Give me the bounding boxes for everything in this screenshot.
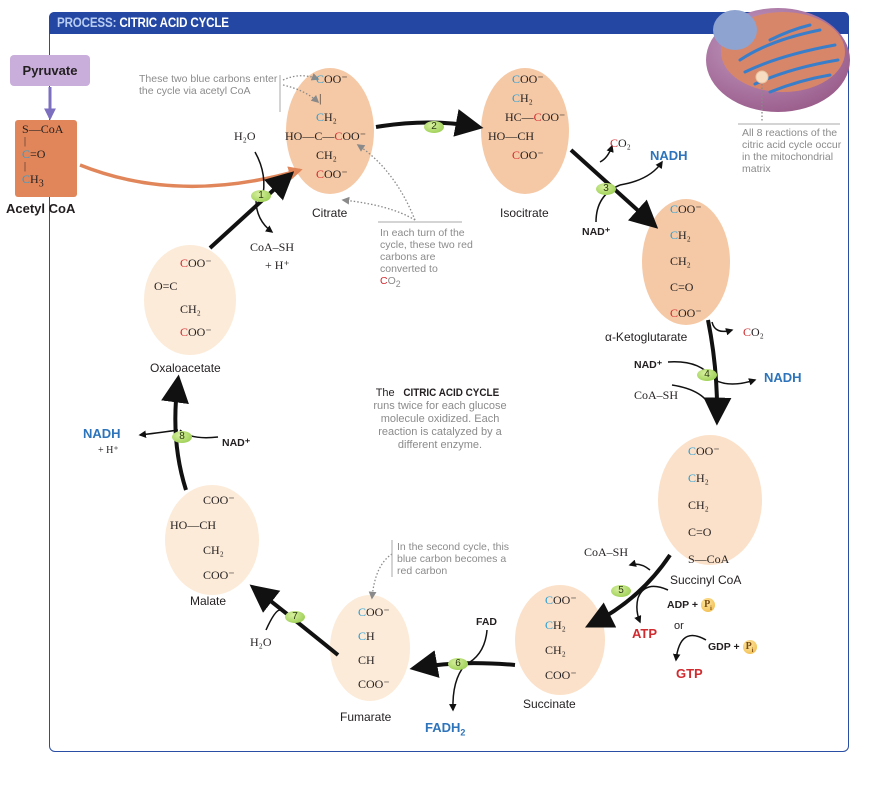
note-red-arrow-1 [356, 144, 416, 221]
acetyl-line-3: CH3 [22, 172, 44, 190]
step-badge-4: 4 [697, 369, 717, 381]
h-plus-step-1: + H⁺ [265, 258, 290, 272]
nadh-step-3: NADH [650, 148, 688, 163]
succinyl-coa-ellipse [658, 435, 762, 565]
coash-step-5: CoA–SH [584, 545, 629, 559]
gtp-step-5: GTP [676, 666, 703, 681]
note-red-carbons: In each turn of the cycle, these two red… [380, 227, 473, 290]
h2o-step-1: H₂O [234, 129, 256, 143]
oxaloacetate-ellipse [144, 245, 236, 355]
step-badge-2: 2 [424, 121, 444, 133]
nad-in-3 [595, 184, 621, 223]
header-title-text: CITRIC ACID CYCLE [119, 15, 229, 30]
header-title: PROCESS: CITRIC ACID CYCLE [57, 15, 229, 30]
coash-in-4 [671, 384, 713, 411]
adp-pi-step-5: ADP + Pi [667, 598, 715, 612]
succinyl-coa-label: Succinyl CoA [670, 573, 742, 587]
header-prefix: PROCESS: [57, 15, 117, 30]
arrow-step-1 [208, 171, 295, 250]
fad-in-6 [464, 629, 488, 666]
h-plus-step-8: + H⁺ [98, 445, 119, 456]
malate-structure: COO⁻ HO—CH CH₂ COO⁻ [170, 493, 235, 582]
nadh-out-8 [138, 429, 179, 439]
alpha-ketoglutarate-structure: COO⁻ CH₂ CH₂ C=O COO⁻ [670, 202, 702, 320]
arrow-step-4 [703, 319, 732, 426]
fad-step-6: FAD [476, 616, 497, 628]
citrate-ellipse [286, 68, 374, 194]
note-blue-carbons: These two blue carbons enter the cycle v… [139, 73, 278, 97]
arrow-step-5 [584, 553, 672, 628]
note-red-arrow-2 [341, 196, 416, 221]
note-second-cycle: In the second cycle, this blue carbon be… [397, 541, 510, 577]
pi-icon: Pi [742, 640, 757, 654]
nad-step-4: NAD⁺ [634, 359, 663, 371]
alpha-ketoglutarate-ellipse [642, 199, 730, 325]
step-badge-5: 5 [611, 585, 631, 597]
step-badge-7: 7 [285, 611, 305, 623]
nadh-out-3 [619, 160, 663, 186]
adp-in-5 [637, 585, 669, 599]
acetyl-entry-arrow [79, 163, 303, 189]
acetyl-coa-box [15, 120, 77, 197]
alpha-ketoglutarate-label: α-Ketoglutarate [605, 330, 688, 344]
isocitrate-ellipse [481, 68, 569, 194]
gdp-pi-step-5: GDP + Pi [708, 640, 757, 654]
co2-step-4: CO₂ [743, 325, 764, 339]
acetyl-bond-1: | [24, 136, 27, 147]
or-label: or [674, 620, 684, 632]
citrate-label: Citrate [312, 206, 348, 220]
fumarate-label: Fumarate [340, 710, 392, 724]
nadh-step-4: NADH [764, 370, 802, 385]
nadh-out-4 [714, 378, 757, 386]
oxaloacetate-structure: COO⁻ O=C CH₂ COO⁻ [154, 256, 212, 339]
coash-out-5 [628, 559, 651, 571]
fadh2-out-6 [449, 664, 466, 712]
step-badge-3: 3 [596, 183, 616, 195]
step-badge-1: 1 [251, 190, 271, 202]
atp-step-5: ATP [632, 626, 658, 641]
isocitrate-structure: COO⁻ CH₂ HC—COO⁻ HO—CH COO⁻ [488, 72, 566, 162]
pyruvate-box: Pyruvate [10, 55, 90, 86]
pi-icon: Pi [700, 598, 715, 612]
h2o-in-7 [265, 609, 281, 631]
malate-label: Malate [190, 594, 227, 608]
nad-step-8: NAD⁺ [222, 437, 251, 449]
co2-step-3: CO₂ [610, 136, 631, 150]
succinyl-coa-structure: COO⁻ CH₂ CH₂ C=O S—CoA [688, 444, 730, 566]
acetyl-line-1: S—CoA [22, 122, 64, 136]
header-bar: PROCESS: CITRIC ACID CYCLE [49, 12, 849, 34]
note-blue-arrow-1 [282, 73, 320, 81]
mitochondrion-illustration [706, 8, 850, 125]
atp-out-5 [634, 597, 642, 624]
fumarate-structure: COO⁻ CH CH COO⁻ [358, 605, 390, 691]
gdp-to-gtp [672, 634, 707, 662]
nadh-step-8: NADH [83, 426, 121, 441]
nad-step-3: NAD⁺ [582, 226, 611, 238]
step-badge-8: 8 [172, 431, 192, 443]
isocitrate-label: Isocitrate [500, 206, 549, 220]
coash-out-1 [255, 199, 274, 233]
h2o-step-7: H₂O [250, 635, 272, 649]
coash-step-4: CoA–SH [634, 388, 679, 402]
citrate-structure: COO⁻ | CH₂ HO—C—COO⁻ CH₂ COO⁻ [285, 72, 367, 181]
coash-step-1: CoA–SH [250, 240, 295, 254]
succinate-structure: COO⁻ CH₂ CH₂ COO⁻ [545, 593, 577, 682]
acetyl-coa-label: Acetyl CoA [6, 201, 76, 216]
succinate-ellipse [515, 585, 605, 695]
step-badge-6: 6 [448, 658, 468, 670]
malate-ellipse [165, 485, 259, 595]
fadh2-step-6: FADH2 [425, 720, 466, 738]
note-second-cycle-arrow [368, 553, 393, 600]
co2-out-4 [711, 321, 734, 336]
succinate-label: Succinate [523, 697, 576, 711]
acetyl-bond-2: | [24, 161, 27, 172]
fumarate-ellipse [330, 595, 410, 701]
oxaloacetate-label: Oxaloacetate [150, 361, 221, 375]
center-description: The CITRIC ACID CYCLE runs twice for eac… [373, 387, 507, 451]
acetyl-line-2: C=O [22, 147, 46, 161]
co2-out-3 [599, 144, 614, 163]
note-blue-arrow-2 [282, 84, 320, 104]
note-mitochondria: All 8 reactions of the citric acid cycle… [742, 127, 842, 175]
